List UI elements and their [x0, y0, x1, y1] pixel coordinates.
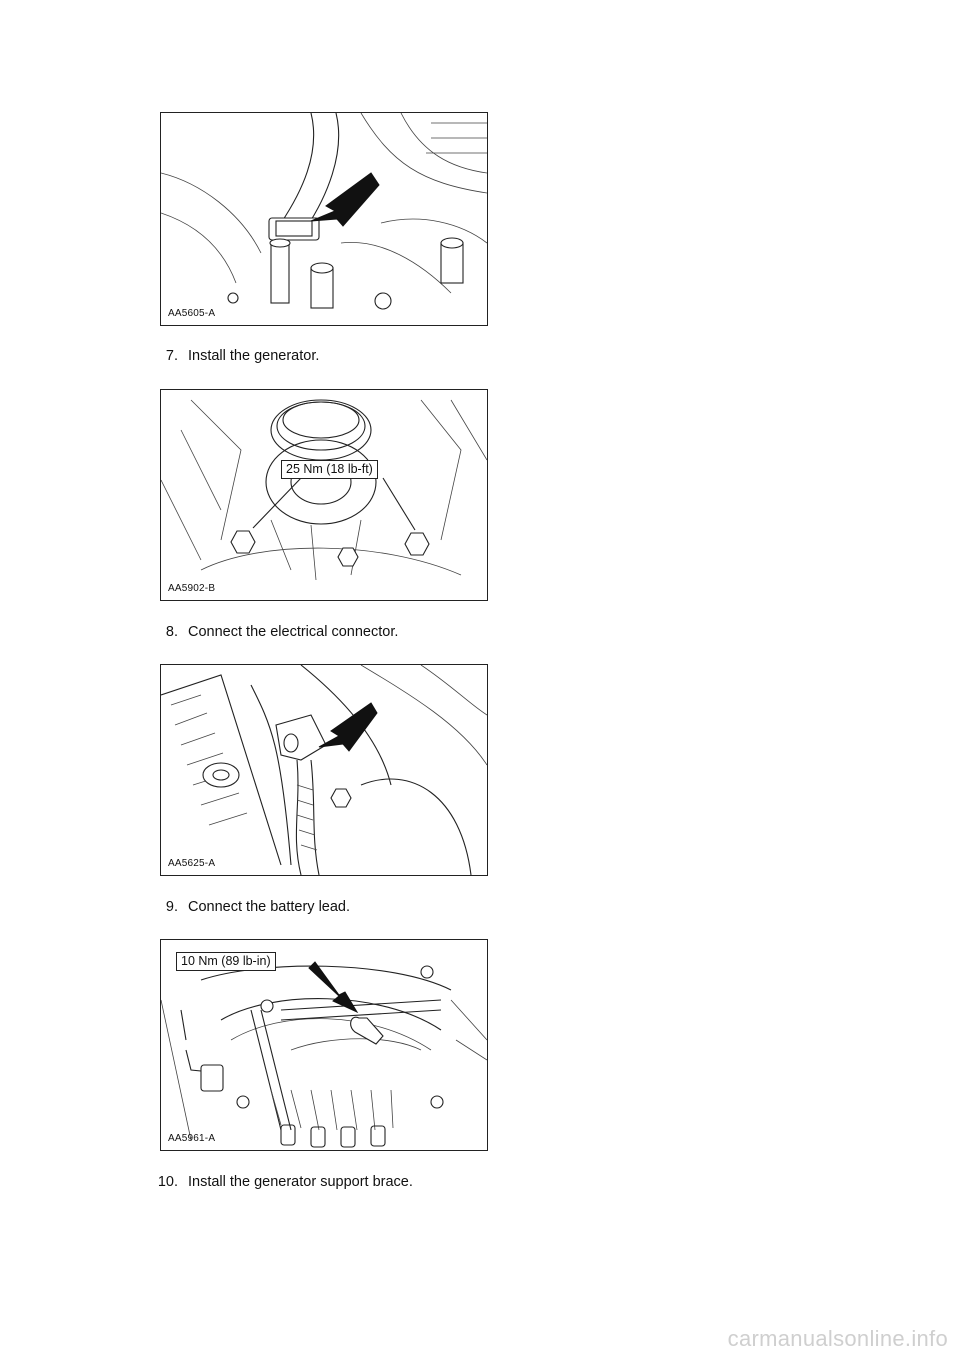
figure-id: AA5961-A [168, 1133, 216, 1144]
illustration-generator-bolts: 25 Nm (18 lb-ft) AA5902-B [160, 389, 488, 601]
figure-id: AA5625-A [168, 858, 216, 869]
step-number: 9. [165, 899, 178, 915]
hose-clamp-drawing [161, 113, 487, 310]
figure-id: AA5605-A [168, 308, 216, 319]
battery-lead-drawing [161, 961, 487, 1148]
step-text: Connect the electrical connector. [188, 624, 399, 640]
illustration-battery-lead: 10 Nm (89 lb-in) AA5961-A [160, 939, 488, 1151]
watermark: carmanualsonline.info [727, 1326, 948, 1351]
torque-callout: 10 Nm (89 lb-in) [176, 952, 276, 971]
illustration-electrical-connector: AA5625-A [160, 664, 488, 876]
step-7: 7. Install the generator. [166, 348, 320, 364]
torque-callout: 25 Nm (18 lb-ft) [281, 460, 378, 479]
step-text: Connect the battery lead. [188, 899, 351, 915]
step-8: 8. Connect the electrical connector. [166, 624, 399, 640]
step-text: Install the generator. [188, 348, 320, 364]
step-10: 10. Install the generator support brace. [158, 1174, 413, 1190]
step-9: 9. Connect the battery lead. [166, 899, 351, 915]
step-text: Install the generator support brace. [188, 1174, 413, 1190]
step-number: 8. [165, 624, 178, 640]
electrical-connector-drawing [161, 665, 487, 875]
illustration-hose-clamp: AA5605-A [160, 112, 488, 326]
step-number: 10. [157, 1174, 178, 1190]
step-number: 7. [165, 348, 178, 364]
figure-id: AA5902-B [168, 583, 216, 594]
generator-bolts-drawing [161, 399, 487, 581]
